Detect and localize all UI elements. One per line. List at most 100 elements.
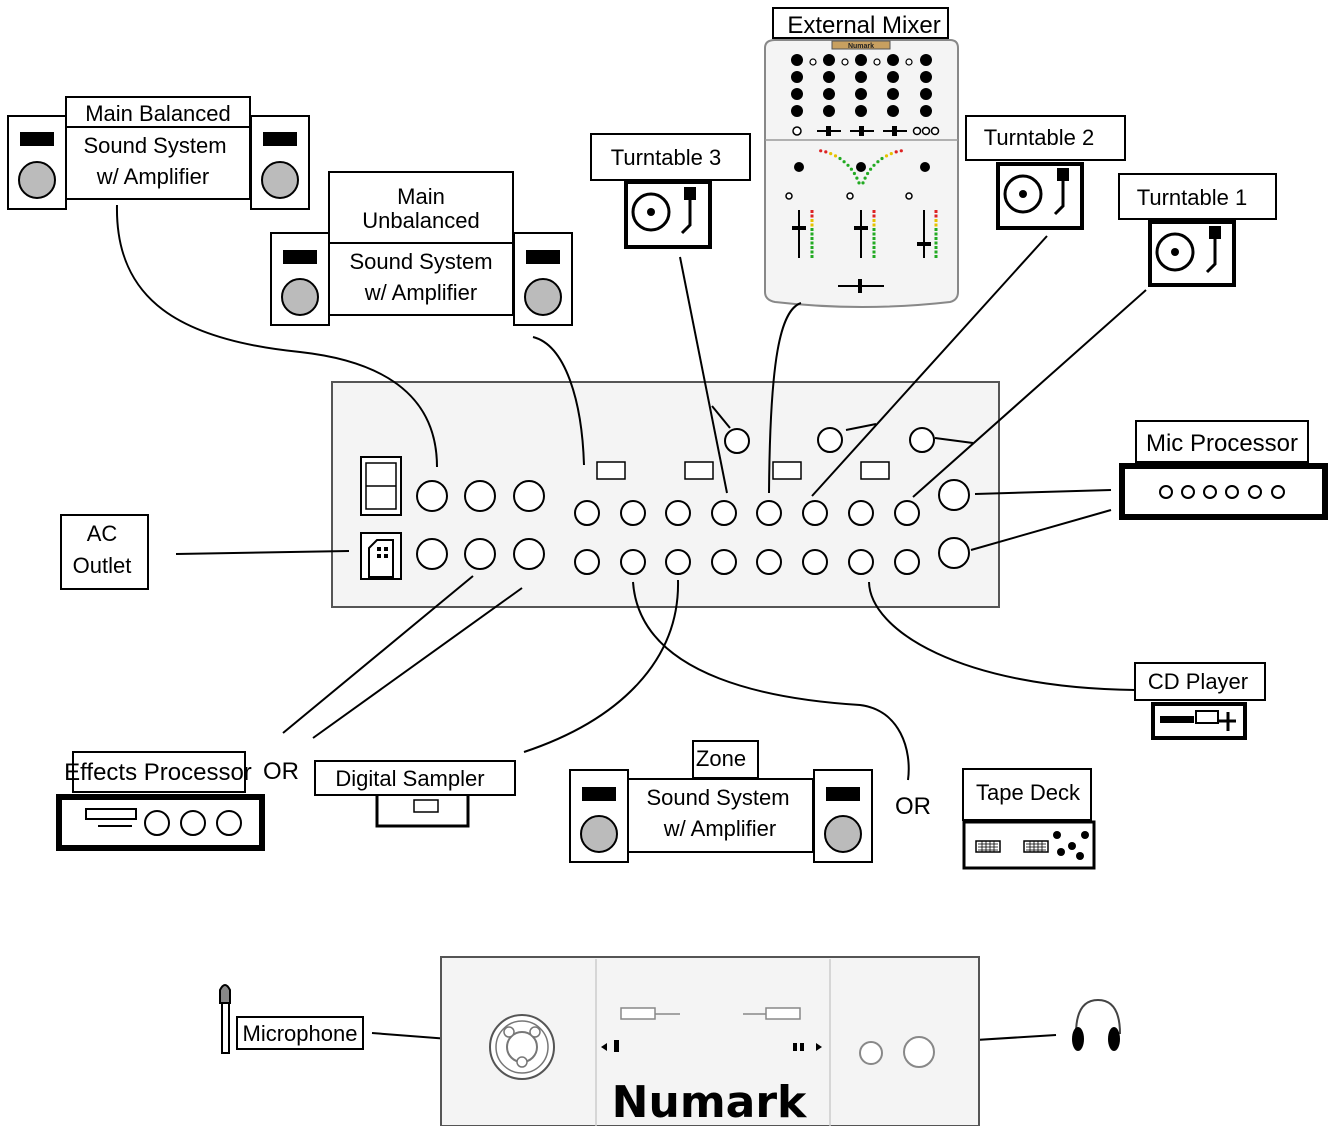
- mixer-knob: [823, 71, 835, 83]
- cd-player: CD Player: [1134, 662, 1266, 740]
- meter-led: [876, 160, 880, 164]
- ground-post: [724, 428, 750, 454]
- main-unbalanced-line2: Unbalanced: [362, 208, 479, 233]
- mixer-knob: [920, 105, 932, 117]
- ac-outlet-line2: Outlet: [73, 553, 132, 578]
- mic-processor: Mic Processor: [1119, 420, 1328, 520]
- mic-processor-label: Mic Processor: [1146, 430, 1298, 457]
- rca-jack: [665, 549, 691, 575]
- rca-jack: [848, 549, 874, 575]
- meter-led: [872, 210, 876, 213]
- mixer-knob: [823, 54, 835, 66]
- rca-jack: [513, 538, 545, 570]
- speaker-icon: [250, 115, 310, 210]
- mixer-level-meters: [810, 149, 938, 258]
- rca-jack: [894, 500, 920, 526]
- meter-led: [934, 255, 938, 258]
- meter-led: [899, 149, 903, 153]
- rca-jack: [620, 500, 646, 526]
- microphone-icon: [219, 984, 231, 1054]
- meter-led: [824, 150, 828, 154]
- mixer-knob: [855, 105, 867, 117]
- meter-led: [889, 152, 893, 156]
- meter-led: [872, 246, 876, 249]
- meter-led: [810, 223, 814, 227]
- speaker-icon: [270, 232, 330, 326]
- rca-jack: [464, 480, 496, 512]
- rca-jack: [620, 549, 646, 575]
- zone-line2: Sound System: [646, 785, 789, 810]
- ground-post: [909, 427, 935, 453]
- speaker-icon: [569, 769, 629, 863]
- mixer-knob: [855, 54, 867, 66]
- turntable-2: Turntable 2: [965, 115, 1126, 230]
- meter-led: [934, 246, 938, 249]
- meter-led: [934, 250, 938, 254]
- main-balanced-title: Main Balanced: [85, 101, 231, 126]
- meter-led: [846, 163, 850, 167]
- meter-led: [810, 237, 814, 240]
- main-unbalanced-system: Main Unbalanced Sound System w/ Amplifie…: [270, 171, 573, 326]
- meter-led: [872, 163, 876, 167]
- main-unbalanced-line3: Sound System: [349, 249, 492, 274]
- meter-led: [810, 246, 814, 249]
- effects-processor: Effects Processor: [56, 751, 265, 851]
- panel-labels: [596, 461, 890, 480]
- microphone-label: Microphone: [243, 1021, 358, 1046]
- rca-jack: [848, 500, 874, 526]
- mixer-knob: [791, 88, 803, 100]
- meter-led: [861, 181, 865, 185]
- meter-led: [810, 241, 814, 245]
- rca-jack: [513, 480, 545, 512]
- meter-led: [872, 219, 876, 222]
- or-label: OR: [263, 758, 299, 785]
- mixer-knob: [823, 105, 835, 117]
- meter-led: [833, 154, 838, 158]
- meter-led: [934, 219, 938, 222]
- turntable-icon: [624, 180, 712, 249]
- rear-panel: [331, 381, 1000, 608]
- meter-led: [842, 160, 846, 164]
- turntable-1: Turntable 1: [1118, 173, 1277, 287]
- brand-logo: Numark: [612, 1077, 808, 1126]
- meter-led: [852, 171, 857, 176]
- power-switch: [360, 456, 402, 516]
- mixer-knob: [920, 88, 932, 100]
- rca-jack: [756, 500, 782, 526]
- meter-led: [819, 149, 823, 153]
- mixer-knob: [887, 105, 899, 117]
- rca-jack: [894, 549, 920, 575]
- mixer-knob: [855, 71, 867, 83]
- meter-led: [934, 223, 938, 227]
- mixer-indicator: [809, 58, 817, 66]
- meter-led: [855, 176, 859, 180]
- meter-led: [872, 241, 876, 245]
- ground-post: [817, 427, 843, 453]
- cd-player-label: CD Player: [1148, 669, 1248, 694]
- ac-outlet: AC Outlet: [60, 514, 149, 590]
- meter-led: [934, 241, 938, 245]
- rca-jack: [416, 480, 448, 512]
- meter-led: [934, 232, 938, 236]
- tape-deck: Tape Deck: [962, 768, 1096, 870]
- main-unbalanced-line1: Main: [397, 184, 445, 209]
- meter-led: [829, 152, 833, 156]
- meter-led: [866, 171, 870, 176]
- meter-led: [863, 176, 867, 180]
- mixer-knob: [791, 71, 803, 83]
- mixer-indicator: [905, 58, 913, 66]
- xlr-jack: [938, 479, 970, 511]
- meter-led: [872, 228, 876, 231]
- mixer-indicator: [841, 58, 849, 66]
- meter-led: [869, 167, 873, 171]
- meter-led: [884, 154, 889, 158]
- mixer-knob: [920, 71, 932, 83]
- connection-wires: [115, 204, 1147, 1043]
- meter-led: [934, 228, 938, 231]
- meter-led: [810, 219, 814, 222]
- turntable-1-label: Turntable 1: [1137, 185, 1247, 210]
- meter-led: [810, 214, 814, 218]
- external-mixer: External Mixer Numark: [764, 7, 959, 308]
- mixer-knob: [823, 88, 835, 100]
- speaker-icon: [513, 232, 573, 326]
